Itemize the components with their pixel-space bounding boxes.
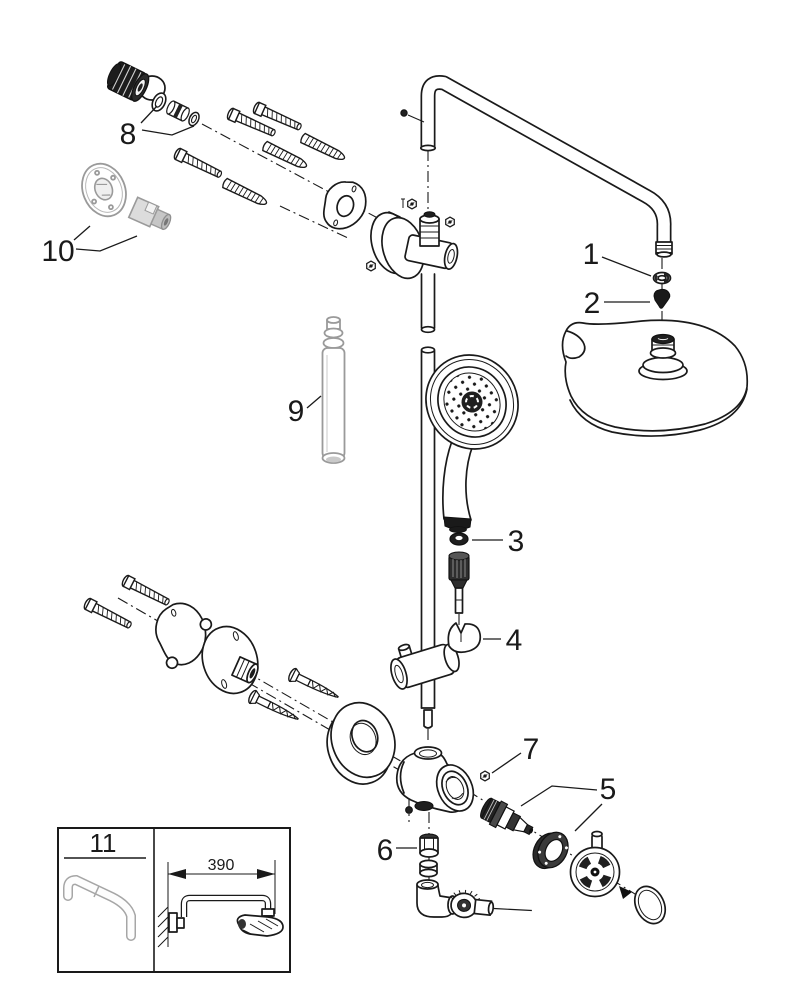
callout-9-label: 9 (288, 395, 305, 428)
outlet-parts (416, 833, 532, 919)
arm-seal-parts (652, 271, 672, 309)
arm-thread-tip (655, 241, 673, 258)
union-nut (106, 61, 150, 102)
wall-hatching (157, 906, 169, 948)
inset-callout-11-label: 11 (90, 828, 117, 858)
wall-anchor (260, 140, 310, 172)
arm-grub-screw (400, 109, 408, 117)
screw-part-7 (480, 770, 490, 782)
dimension-390-label: 390 (208, 857, 235, 874)
callout-2-label: 2 (584, 287, 601, 320)
bushing (166, 100, 190, 122)
callouts: 1 2 3 4 5 6 7 8 9 10 (41, 105, 652, 867)
wood-screw (286, 666, 342, 704)
bracket-screw (407, 198, 417, 210)
callout-8-leader-2 (141, 125, 195, 136)
bracket-screw (445, 216, 455, 228)
callout-3-label: 3 (508, 525, 525, 558)
callout-10-label: 10 (41, 235, 74, 268)
callout-8-leader (140, 105, 158, 124)
wall-anchor (220, 177, 270, 209)
sealing-cone-part-2 (653, 288, 671, 309)
callout-7-leader (491, 752, 522, 774)
valve-body (395, 746, 490, 814)
bracket-screw (366, 260, 376, 272)
mounting-plate-lower (155, 602, 213, 670)
callout-7-label: 7 (523, 733, 540, 766)
callout-10-leader (73, 225, 91, 241)
inset-arm-gray (63, 874, 136, 941)
rail-slider (390, 622, 482, 690)
dimension-arrow-right (257, 869, 275, 879)
washer (151, 92, 167, 112)
callout-6-label: 6 (377, 834, 394, 867)
elbow-fitting (416, 879, 458, 918)
head-shower-ball-connector (638, 333, 688, 381)
hand-shower-face (425, 354, 519, 450)
cartridge-assembly-part-5 (480, 797, 667, 925)
rail-end-tip (423, 709, 433, 729)
cover-cap (633, 885, 667, 925)
mounting-plate-top (322, 181, 367, 230)
callout-5-leader (520, 785, 598, 807)
shower-arm (400, 75, 673, 258)
callout-1-leader (601, 256, 652, 277)
callout-5-label: 5 (600, 773, 617, 806)
handle-knob (569, 830, 621, 898)
o-ring (188, 111, 200, 127)
escutcheon-ring (326, 701, 396, 785)
bracket-clamp-cylinder (404, 234, 459, 270)
retaining-ring (532, 831, 569, 870)
connection-nipple-gray (127, 196, 172, 231)
wood-screw (246, 688, 302, 726)
concealed-flange-gray (81, 162, 172, 231)
dimension-arrow-left (168, 869, 186, 879)
callout-5-leader-2 (574, 803, 603, 832)
lower-wall-mount-assembly (82, 573, 396, 785)
hose-connector (450, 889, 532, 919)
inset-dimension-drawing: 390 (157, 857, 284, 948)
washer-part-1 (652, 271, 672, 285)
inset-box: 11 390 (57, 827, 291, 973)
flange-nipple (231, 656, 259, 684)
head-shower (561, 319, 749, 437)
top-wall-bracket (322, 181, 459, 280)
wall-anchor (298, 132, 348, 164)
callout-1-label: 1 (583, 238, 600, 271)
handle-screw (619, 886, 632, 899)
hand-shower-handle (442, 440, 474, 521)
inset-shower-head (236, 914, 284, 937)
valve-cartridge-port (435, 764, 475, 812)
callout-10-leader-2 (75, 235, 138, 252)
shower-holder-hook-part-4 (447, 622, 482, 654)
hand-shower (425, 354, 519, 533)
check-valve-part-6 (419, 833, 439, 858)
valve-grub-pin (405, 806, 413, 814)
knurled-connector (448, 551, 470, 614)
callout-9-leader (306, 395, 322, 409)
callout-8-label: 8 (120, 118, 137, 151)
spacer-ring (419, 859, 438, 878)
rail-joint-piece-gray (321, 316, 346, 464)
callout-4-label: 4 (506, 624, 523, 657)
valve-bottom-port (414, 800, 434, 812)
union-nut-assembly (106, 61, 200, 127)
handle-gasket-part-3 (449, 532, 469, 546)
